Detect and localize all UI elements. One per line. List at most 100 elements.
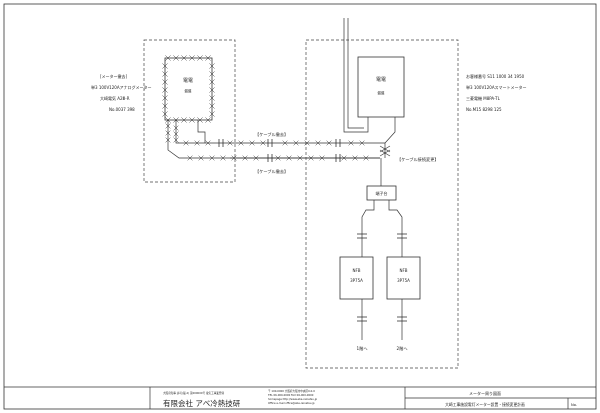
old-panel-title: 電電 [183,78,193,84]
sheet-number: No. [571,403,577,407]
smart-meter-number: No.M15 8298 125 [466,107,502,112]
removal-x-mark [181,55,187,61]
new-meter-panel [357,56,405,118]
cable-removal-label-bottom: 【ケーブル撤去】 [255,168,288,175]
removal-x-mark [181,117,187,123]
destination-left: 1階へ [356,345,367,352]
drawing-border [3,3,597,410]
removal-x-mark [197,55,203,61]
cable-removal-label-top: 【ケーブル撤去】 [255,131,288,138]
removal-x-mark [238,140,244,146]
smart-meter-maker: 三菱電機 M8PA-TL [466,95,501,101]
removal-x-mark [242,155,248,161]
removal-x-mark [165,130,171,136]
removal-x-marks-panel [162,55,215,123]
removal-x-mark [297,155,303,161]
removal-x-mark [304,140,310,146]
removal-x-mark [165,137,171,143]
removal-x-mark [189,55,195,61]
old-panel-sub: 盤盤 [185,88,192,93]
company-name: 有限会社 アベ冷熱技研 [163,398,241,408]
removed-meter-maker: 大崎電気 A2Ⅲ-R [100,95,130,101]
removal-x-mark [249,140,255,146]
removal-x-mark [194,140,200,146]
company-phone: TEL 06-000-0000 FAX 06-000-0000 [268,393,314,397]
old-panel-area [143,39,236,183]
removed-meter-heading: [メーター撤去] [100,73,128,79]
breaker-right [386,256,421,300]
removal-x-mark [209,111,215,117]
removal-x-mark [165,55,171,61]
drawing-description: 大崎工事施設電灯メーター設置・接続変更計画 [445,402,525,407]
new-panel-title: 電電 [376,77,386,83]
removed-cable-loop [167,120,385,159]
removal-x-mark [282,140,288,146]
outgoing-marks [357,316,407,322]
removal-x-mark [162,71,168,77]
breaker-feed-marks [357,233,407,239]
new-panel-sub: 盤盤 [378,90,386,95]
smart-meter-type: 単3 100V120Aスマートメーター [466,84,526,90]
removal-x-mark [253,155,259,161]
removal-x-mark [209,63,215,69]
removal-x-mark [209,71,215,77]
removed-meter-number: No.0037 398 [109,107,135,112]
removal-x-mark [162,103,168,109]
removal-x-mark [162,95,168,101]
removal-x-mark [293,140,299,146]
removal-x-mark [209,95,215,101]
removal-x-mark [348,140,354,146]
breaker-left-type: NFB [352,268,360,273]
connection-change-mark [379,145,391,157]
removal-x-mark [162,79,168,85]
drawing-title: メーター周り図面 [469,390,501,396]
removal-x-mark [315,140,321,146]
removal-x-mark [205,140,211,146]
removal-x-marks-cable [165,123,369,161]
terminal-to-breakers [361,200,403,257]
removal-x-mark [326,140,332,146]
removal-x-mark [173,131,179,137]
removal-x-mark [260,140,266,146]
removal-x-mark [227,140,233,146]
customer-number: お客様番号 S11 1000 34 1950 [466,73,525,79]
removal-x-mark [162,87,168,93]
company-license: 大阪府知事 許可(般-2) 第000000号 電気工事業登録 [163,391,224,395]
removal-x-mark [189,117,195,123]
destination-right: 2階へ [396,345,407,352]
company-address: 〒 100-0000 大阪府大阪市中央区0-0-0 [268,389,315,393]
removal-x-mark [308,155,314,161]
removal-x-mark [165,123,171,129]
removal-x-mark [209,79,215,85]
cable-reconnect-label: 【ケーブル接続変更】 [397,156,439,163]
breaker-right-type: NFB [399,268,407,273]
removal-x-mark [205,55,211,61]
breaker-left [339,256,374,300]
breaker-left-rating: 3P75A [350,278,363,283]
removal-x-mark [341,155,347,161]
cable-break-marks [218,139,341,162]
breaker-right-rating: 3P75A [397,278,410,283]
new-panel-area [305,39,459,369]
company-homepage: homepage http://www.abe-reinetsu.jp [268,397,317,401]
removal-x-mark [198,155,204,161]
removal-x-mark [205,117,211,123]
removal-x-mark [209,103,215,109]
incoming-supply-line-2 [347,18,364,129]
removal-x-mark [359,140,365,146]
terminal-box-label: 端子台 [376,190,388,196]
removal-x-mark [173,137,179,143]
company-email: Office e-mail office@abe-reinetsu.jp [268,401,315,405]
removal-x-mark [209,87,215,93]
removal-x-mark [173,125,179,131]
panel-to-junction [384,117,396,158]
removal-x-mark [352,155,358,161]
terminal-box [366,185,397,201]
removal-x-mark [286,155,292,161]
old-meter-panel [164,57,213,121]
removal-x-mark [231,155,237,161]
removal-x-mark [173,55,179,61]
removal-x-mark [209,155,215,161]
title-block [4,386,596,409]
